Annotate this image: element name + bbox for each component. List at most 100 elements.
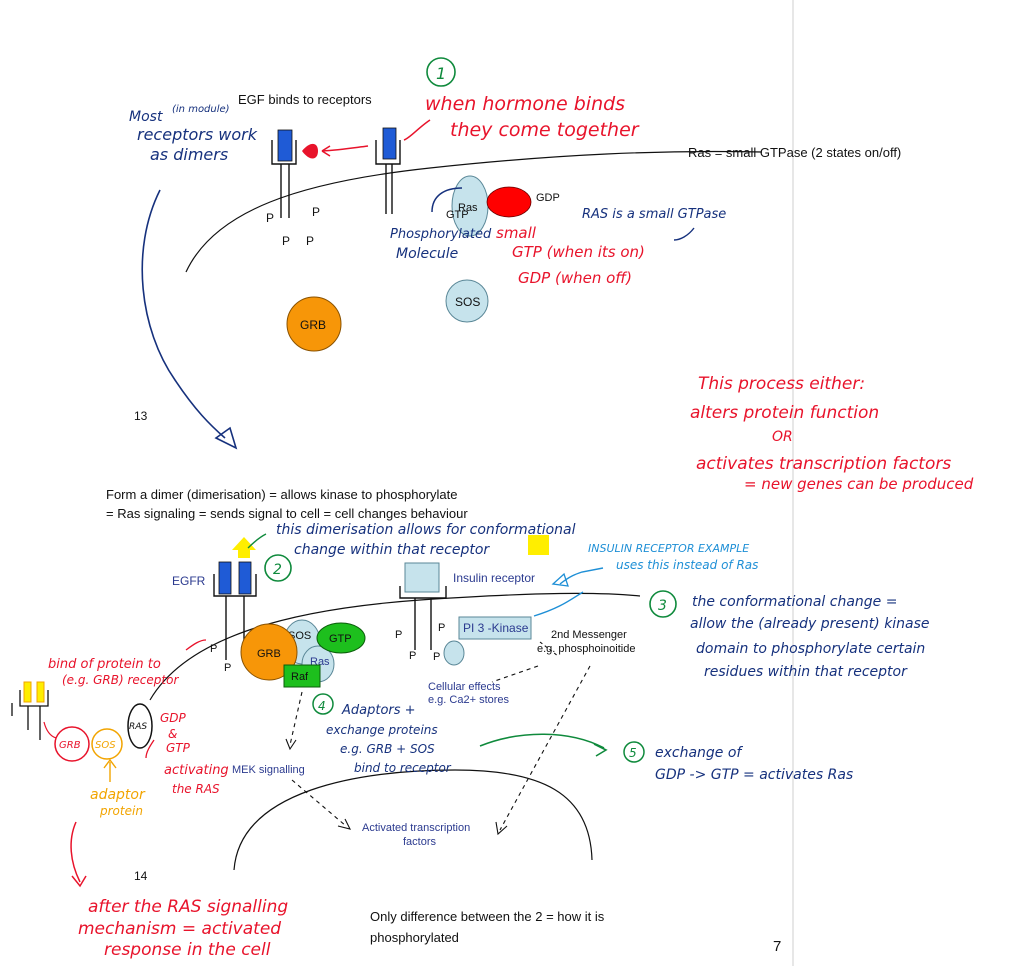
bottom-membrane [149,592,641,701]
bottom-slide: Form a dimer (dimerisation) = allows kin… [106,487,781,955]
only-diff-line-1: Only difference between the 2 = how it i… [370,909,605,924]
top-p1: P [266,211,274,225]
atf-line-1: Activated transcription [362,822,470,834]
big-curved-arrow [141,189,226,439]
top-membrane [185,150,763,273]
handwritten-bottom: this dimerisation allows for conformatio… [11,522,930,960]
after-arrow [70,821,81,883]
adaptors-note-2: exchange proteins [326,723,438,737]
activating-1: activating [164,763,229,778]
insulin-receptor-label: Insulin receptor [453,571,535,585]
phosphoinositide-blob [443,640,465,666]
bottom-p1: P [210,643,217,655]
gdp-off-note: GDP (when off) [518,269,632,287]
slide-number-14: 14 [134,869,148,883]
top-p3: P [282,234,290,248]
egfr-label: EGFR [172,574,206,588]
bottom-line-1: Form a dimer (dimerisation) = allows kin… [106,487,458,502]
cellular-line-1: Cellular effects [428,681,501,693]
dimerisation-arrow [247,533,267,549]
mini-ras-label: RAS [129,722,147,732]
dimers-note-1: Most [129,109,163,125]
ras-label: Ras [458,202,478,214]
page-number: 7 [773,938,781,955]
adaptors-note-1: Adaptors + [341,703,416,718]
gtp-label-bottom: GTP [329,633,352,645]
step-4-circle [312,693,334,715]
egf-ligand [302,143,318,159]
ins-p2: P [438,622,445,634]
insulin-example: INSULIN RECEPTOR EXAMPLE [588,542,749,555]
top-slide-title: EGF binds to receptors [238,92,372,107]
mini-ras-arrow [145,739,155,759]
raf-box [283,664,321,688]
highlight-square [528,535,549,555]
gdp-label: GDP [536,192,560,204]
egfr-dimer [213,561,257,660]
mini-sketch [11,681,49,740]
after-note-2: mechanism = activated [78,919,281,939]
conf-note-2: allow the (already present) kinase [690,616,930,632]
ins-p1: P [395,629,402,641]
hormone-note-1: when hormone binds [425,93,625,115]
process-bullet-1: alters protein function [690,403,879,423]
gdp-to-gtp-1: GDP [160,711,187,725]
insulin-arrow [533,567,604,617]
small-note: small [496,224,537,242]
top-p4: P [306,234,314,248]
insulin-uses: uses this instead of Ras [616,558,758,572]
exchange-note-2: GDP -> GTP = activates Ras [655,767,853,783]
dimers-note-3: as dimers [150,145,228,164]
ins-p3: P [409,650,416,662]
bottom-p2: P [224,662,231,674]
after-note-1: after the RAS signalling [88,897,288,917]
grb-circle-bottom [240,623,298,681]
receptor-dimer-right [375,127,401,214]
grb-label-top: GRB [300,318,326,332]
step-1-circle [426,57,456,87]
dimerisation-note-2: change within that receptor [294,542,490,558]
ras-gtpase-note: RAS is a small GTPase [582,207,726,222]
adaptors-note-4: bind to receptor [354,761,452,775]
mini-grb-label: GRB [59,740,81,751]
mini-red-arrow [43,721,57,739]
highlight-arrow [232,537,256,558]
receptor-dimer-left [271,129,297,218]
insulin-receptor [399,562,447,650]
sos-circle-top [445,279,489,323]
step-2-circle [264,554,292,582]
dashed-arrows [285,641,591,836]
arrow-ligand [321,145,369,152]
step-4-number: 4 [318,699,326,713]
after-note-3: response in the cell [104,940,271,960]
step-5-circle [623,741,645,763]
adaptors-note-3: e.g. GRB + SOS [340,742,435,756]
raf-label: Raf [291,671,309,683]
conf-note-4: residues within that receptor [704,664,908,680]
mini-sos-label: SOS [95,740,116,751]
bind-arrow [185,639,207,651]
exchange-note-1: exchange of [655,745,743,761]
ins-p4: P [433,651,440,663]
phos-note-1: Phosphorylated [390,227,492,242]
top-slide: EGF binds to receptors P P P P Ras GTP [134,92,901,423]
grb-label-bottom: GRB [257,648,281,660]
top-p2: P [312,205,320,219]
messenger-line-2: e.g. phosphoinoitide [537,643,635,655]
activating-2: the RAS [172,782,220,796]
mini-ras-ellipse [127,703,153,749]
process-or: OR [772,429,793,445]
mini-grb-circle [54,726,90,762]
gdp-ellipse [486,186,532,218]
pi3k-label: PI 3 -Kinase [463,621,529,635]
hormone-note-2: they come together [450,119,640,141]
step-3-circle [649,590,677,618]
sos-label-top: SOS [455,295,480,309]
cellular-line-2: e.g. Ca2+ stores [428,694,510,706]
dimers-note-mod: (in module) [172,104,230,115]
bind-note-2: (e.g. GRB) receptor [62,673,179,687]
process-bullet-2b: = new genes can be produced [744,475,974,493]
slide-number-13: 13 [134,409,148,423]
step-5-number: 5 [629,746,637,760]
atf-line-2: factors [403,836,437,848]
